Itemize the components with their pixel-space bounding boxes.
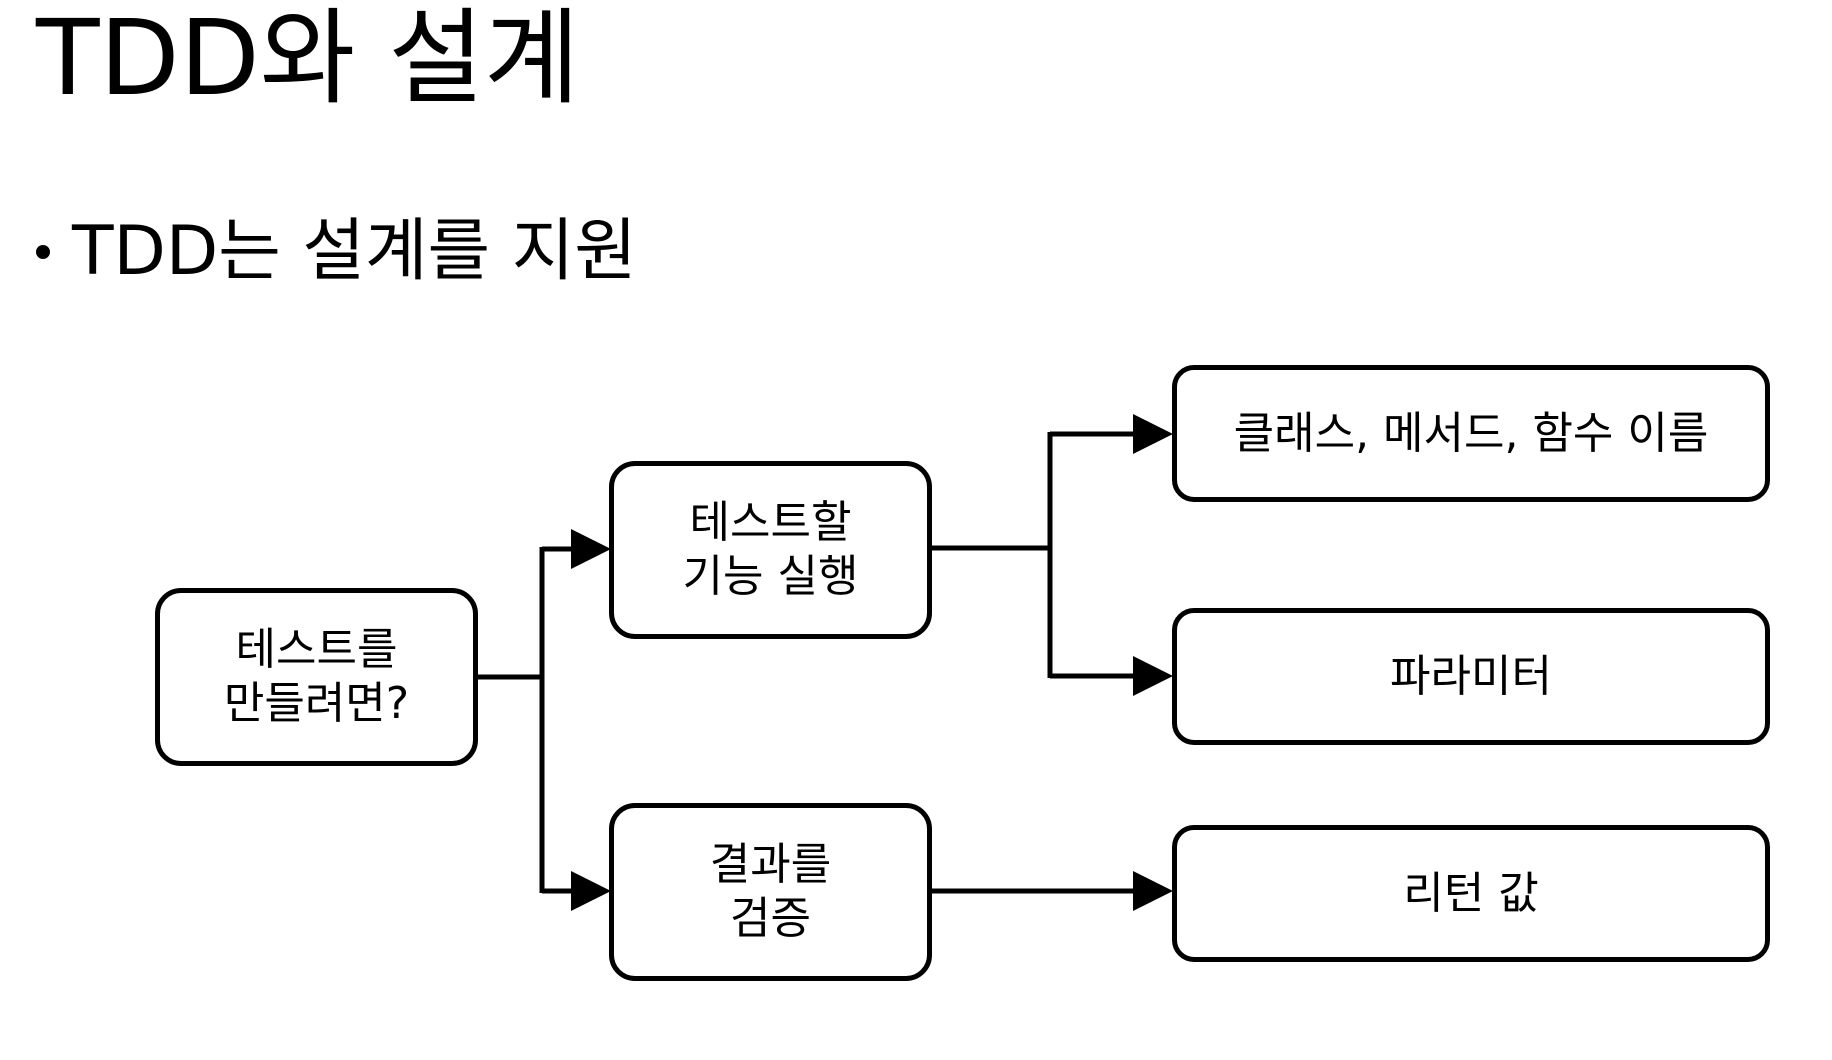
node-verify-result: 결과를 검증	[609, 803, 932, 981]
node-run-feature-label: 테스트할 기능 실행	[682, 497, 859, 602]
bullet-item: TDD는 설계를 지원	[36, 218, 637, 286]
node-return-value-label: 리턴 값	[1403, 867, 1539, 919]
node-names-label: 클래스, 메서드, 함수 이름	[1233, 407, 1709, 459]
node-run-feature: 테스트할 기능 실행	[609, 461, 932, 639]
node-root: 테스트를 만들려면?	[155, 588, 478, 766]
bullet-dot-icon	[36, 245, 50, 259]
node-root-label: 테스트를 만들려면?	[223, 624, 410, 729]
slide-title: TDD와 설계	[36, 0, 580, 119]
node-names: 클래스, 메서드, 함수 이름	[1172, 365, 1770, 502]
node-parameters: 파라미터	[1172, 608, 1770, 745]
node-return-value: 리턴 값	[1172, 825, 1770, 962]
node-parameters-label: 파라미터	[1390, 650, 1552, 702]
node-verify-result-label: 결과를 검증	[709, 839, 832, 944]
bullet-text: TDD는 설계를 지원	[72, 212, 637, 291]
